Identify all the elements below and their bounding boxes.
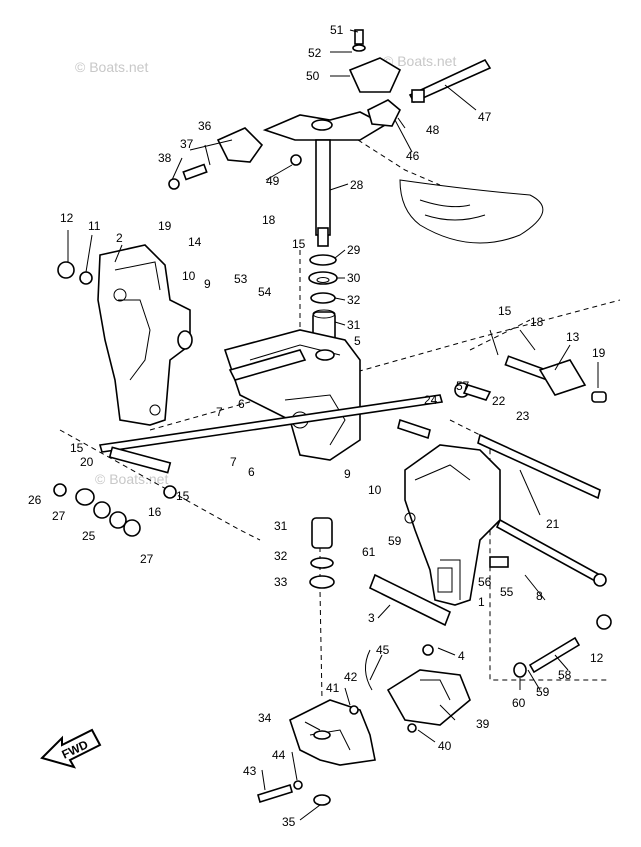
cowling-fragment bbox=[399, 179, 544, 244]
callout-47: 47 bbox=[478, 110, 492, 124]
callout-15: 15 bbox=[70, 441, 84, 455]
callout-12: 12 bbox=[590, 651, 604, 665]
callout-44: 44 bbox=[272, 748, 286, 762]
callout-27: 27 bbox=[140, 552, 154, 566]
callout-5: 5 bbox=[354, 334, 361, 348]
callout-1: 1 bbox=[478, 595, 485, 609]
callout-15: 15 bbox=[498, 304, 512, 318]
trim-plate bbox=[368, 573, 452, 627]
callout-27: 27 bbox=[52, 509, 66, 523]
callout-6: 6 bbox=[238, 397, 245, 411]
right-clamp-bracket bbox=[404, 382, 501, 606]
callout-34: 34 bbox=[258, 711, 272, 725]
tilt-rods bbox=[98, 355, 607, 587]
callout-3: 3 bbox=[368, 611, 375, 625]
callout-32: 32 bbox=[347, 293, 361, 307]
callout-59: 59 bbox=[388, 534, 402, 548]
callout-42: 42 bbox=[344, 670, 358, 684]
callout-60: 60 bbox=[512, 696, 526, 710]
callout-13: 13 bbox=[566, 330, 580, 344]
callout-7: 7 bbox=[216, 405, 223, 419]
callout-18: 18 bbox=[262, 213, 276, 227]
callout-33: 33 bbox=[274, 575, 288, 589]
callout-41: 41 bbox=[326, 681, 340, 695]
callout-56: 56 bbox=[478, 575, 492, 589]
callout-25: 25 bbox=[82, 529, 96, 543]
watermark: © Boats.net bbox=[95, 471, 168, 487]
callout-48: 48 bbox=[426, 123, 440, 137]
callout-55: 55 bbox=[500, 585, 514, 599]
callout-19: 19 bbox=[592, 346, 606, 360]
callout-19: 19 bbox=[158, 219, 172, 233]
callout-58: 58 bbox=[558, 668, 572, 682]
callout-29: 29 bbox=[347, 243, 361, 257]
callout-9: 9 bbox=[344, 467, 351, 481]
callout-10: 10 bbox=[182, 269, 196, 283]
callout-59: 59 bbox=[536, 685, 550, 699]
callout-6: 6 bbox=[248, 465, 255, 479]
callout-49: 49 bbox=[266, 174, 280, 188]
callout-21: 21 bbox=[546, 517, 560, 531]
callout-57: 57 bbox=[456, 379, 470, 393]
watermark: © Boats.net bbox=[383, 53, 456, 69]
swivel-bracket bbox=[223, 329, 361, 461]
callout-10: 10 bbox=[368, 483, 382, 497]
callout-28: 28 bbox=[350, 178, 364, 192]
callout-39: 39 bbox=[476, 717, 490, 731]
callout-14: 14 bbox=[188, 235, 202, 249]
callout-12: 12 bbox=[60, 211, 74, 225]
callout-38: 38 bbox=[158, 151, 172, 165]
callout-18: 18 bbox=[530, 315, 544, 329]
callout-23: 23 bbox=[516, 409, 530, 423]
callout-46: 46 bbox=[406, 149, 420, 163]
callout-20: 20 bbox=[80, 455, 94, 469]
callout-15: 15 bbox=[292, 237, 306, 251]
callout-32: 32 bbox=[274, 549, 288, 563]
callout-30: 30 bbox=[347, 271, 361, 285]
callout-26: 26 bbox=[28, 493, 42, 507]
leader-lines bbox=[67, 29, 599, 821]
callout-51: 51 bbox=[330, 23, 344, 37]
watermark: © Boats.net bbox=[75, 59, 148, 75]
callout-labels: 51 52 50 47 48 46 36 37 38 49 28 19 14 1… bbox=[28, 23, 606, 829]
callout-36: 36 bbox=[198, 119, 212, 133]
callout-2: 2 bbox=[116, 231, 123, 245]
left-hardware bbox=[53, 446, 177, 537]
callout-22: 22 bbox=[492, 394, 506, 408]
callout-11: 11 bbox=[88, 219, 101, 233]
callout-31: 31 bbox=[347, 318, 361, 332]
lower-mount-bracket bbox=[257, 699, 376, 806]
callout-54: 54 bbox=[258, 285, 272, 299]
callout-53: 53 bbox=[234, 272, 248, 286]
trim-sender-block bbox=[349, 649, 471, 733]
callout-9: 9 bbox=[204, 277, 211, 291]
callout-35: 35 bbox=[282, 815, 296, 829]
callout-31: 31 bbox=[274, 519, 288, 533]
callout-45: 45 bbox=[376, 643, 390, 657]
callout-24: 24 bbox=[424, 393, 438, 407]
right-hardware bbox=[422, 556, 612, 678]
callout-15: 15 bbox=[176, 489, 190, 503]
lower-bushings bbox=[309, 517, 335, 589]
callout-40: 40 bbox=[438, 739, 452, 753]
callout-43: 43 bbox=[243, 764, 257, 778]
callout-4: 4 bbox=[458, 649, 465, 663]
forward-arrow-icon: FWD bbox=[40, 728, 102, 769]
callout-8: 8 bbox=[536, 589, 543, 603]
callout-16: 16 bbox=[148, 505, 162, 519]
callout-50: 50 bbox=[306, 69, 320, 83]
callout-52: 52 bbox=[308, 46, 322, 60]
callout-7: 7 bbox=[230, 455, 237, 469]
callout-61: 61 bbox=[362, 545, 376, 559]
callout-37: 37 bbox=[180, 137, 194, 151]
washer-stack bbox=[308, 254, 338, 343]
left-clamp-bracket bbox=[57, 244, 193, 426]
steering-arm-assembly bbox=[168, 29, 492, 247]
